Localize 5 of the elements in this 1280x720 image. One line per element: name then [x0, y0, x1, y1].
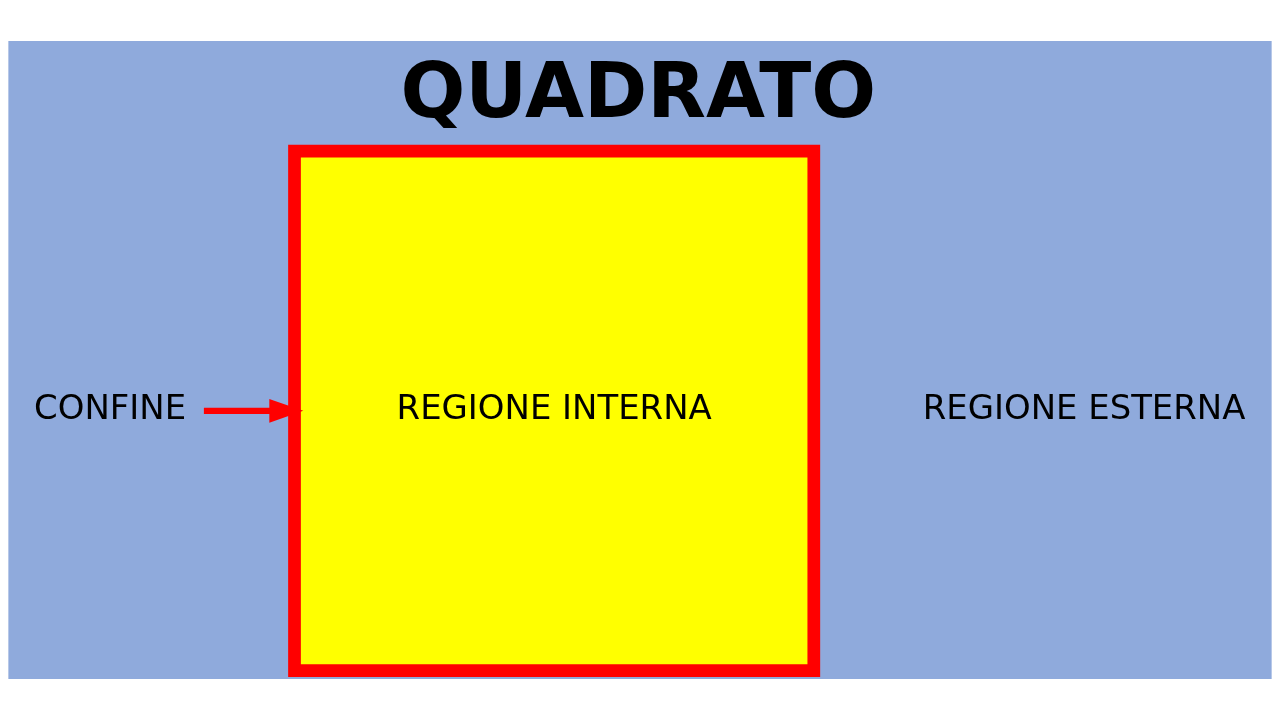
node-box: REGIONE INTERNA [288, 144, 821, 677]
node-text: CONFINE [34, 387, 187, 427]
label: REGIONE ESTERNA [922, 387, 1246, 427]
diagram-title: QUADRATO [400, 45, 877, 135]
arrow [203, 398, 304, 423]
